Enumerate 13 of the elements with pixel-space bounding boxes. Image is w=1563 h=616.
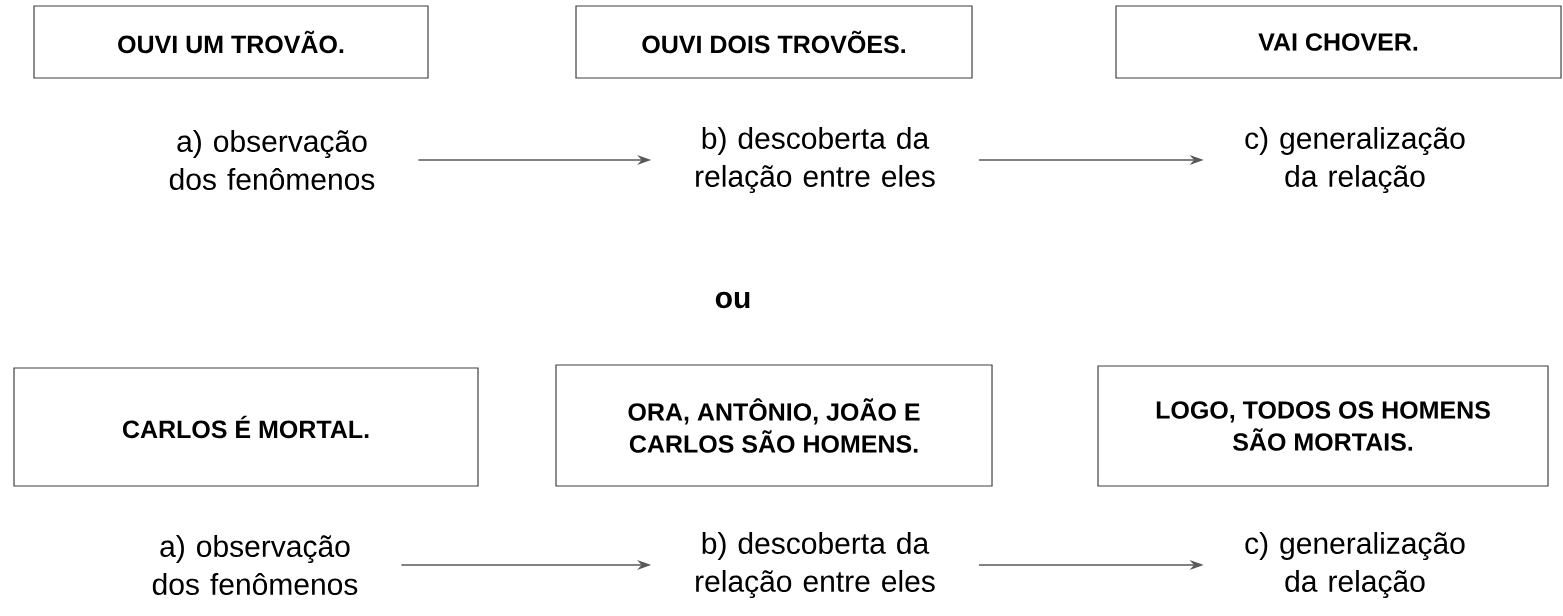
step-label: b) descoberta da relação entre eles xyxy=(696,531,935,599)
step-label: c) generalização da relação xyxy=(1245,531,1465,599)
statement-box: VAI CHOVER. xyxy=(1115,5,1562,79)
statement-box: ORA, ANTÔNIO, JOÃO E CARLOS SÃO HOMENS. xyxy=(555,364,993,487)
step-label: a) observação dos fenômenos xyxy=(169,130,375,190)
statement-box: CARLOS É MORTAL. xyxy=(13,367,479,487)
step-label: a) observação dos fenômenos xyxy=(152,535,358,595)
connective-word: ou xyxy=(715,291,750,309)
statement-box: LOGO, TODOS OS HOMENS SÃO MORTAIS. xyxy=(1097,365,1549,487)
step-label: c) generalização da relação xyxy=(1245,126,1465,194)
statement-box: OUVI UM TROVÃO. xyxy=(33,5,429,79)
step-label: b) descoberta da relação entre eles xyxy=(696,126,935,194)
statement-box: OUVI DOIS TROVÕES. xyxy=(575,5,973,79)
